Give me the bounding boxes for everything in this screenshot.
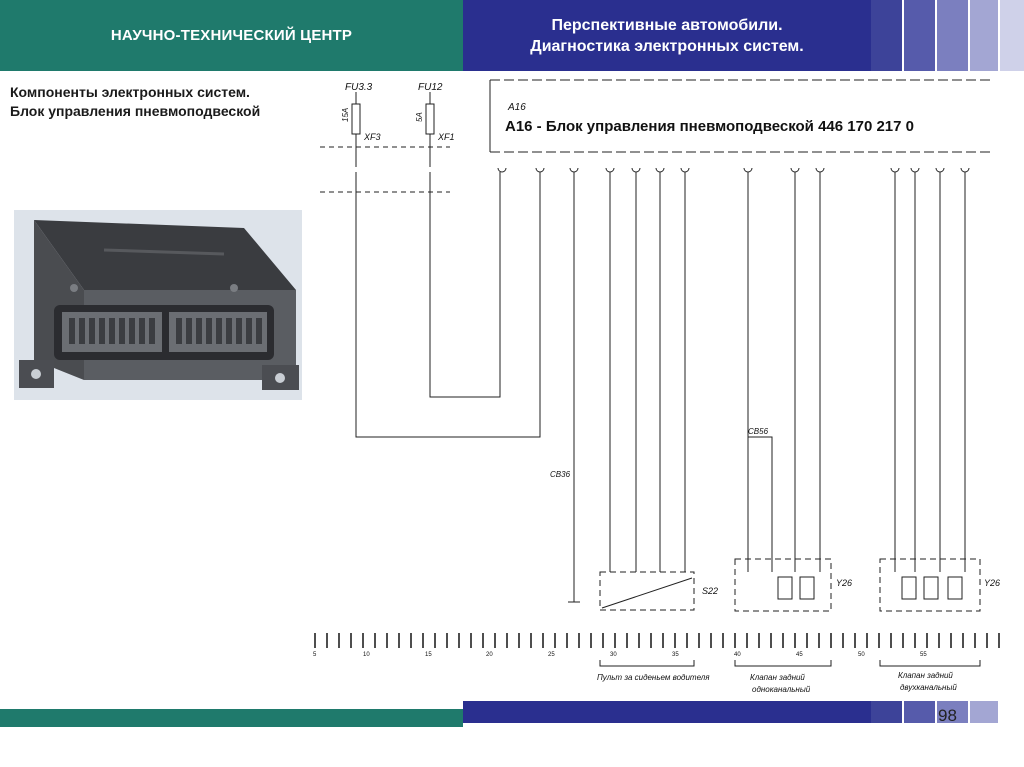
footer-square-1 [871, 701, 902, 723]
subtitle-line2: Блок управления пневмоподвеской [10, 103, 261, 119]
header-course-line1: Перспективные автомобили. [551, 16, 783, 34]
caption-rear-valve-single-line2: одноканальный [752, 685, 811, 694]
ruler-tick-label: 55 [920, 652, 927, 658]
page-number: 98 [938, 706, 957, 725]
fuse1-ref-label: FU3.3 [345, 82, 373, 93]
caption-rear-valve-dual-line1: Клапан задний [898, 671, 953, 680]
header-course-title: Перспективные автомобили. Диагностика эл… [463, 0, 871, 71]
fuse2-connector-label: XF1 [437, 132, 455, 142]
footer-square-2 [904, 701, 935, 723]
footer-square-3 [937, 701, 968, 723]
ruler-tick-label: 40 [734, 652, 741, 658]
ruler-tick-label: 45 [796, 652, 803, 658]
header-course-line2: Диагностика электронных систем. [530, 37, 804, 55]
wiring-schematic: A16 FU3.3 15A XF3 FU12 5A XF1 СВ36 СВ56 … [313, 79, 1000, 694]
block-ref-label: A16 [507, 102, 526, 113]
footer-square-4 [970, 701, 998, 723]
valve2-y26-label: Y26 [984, 578, 1000, 588]
footer-right-band [463, 701, 871, 723]
block-title: A16 - Блок управления пневмоподвеской 44… [505, 118, 914, 135]
header-square-5 [1000, 0, 1024, 71]
ruler-tick-label: 15 [425, 652, 432, 658]
header-organization-title: НАУЧНО-ТЕХНИЧЕСКИЙ ЦЕНТР [110, 27, 353, 44]
fuse2-rating-label: 5A [415, 112, 424, 122]
caption-rear-valve-dual-line2: двухканальный [900, 683, 957, 692]
header-left-band [0, 0, 463, 71]
header-square-2 [904, 0, 935, 71]
fuse1-connector-label: XF3 [363, 132, 381, 142]
header-square-3 [937, 0, 968, 71]
ruler-tick-label: 30 [610, 652, 617, 658]
switch-s22-label: S22 [702, 586, 718, 596]
ruler-tick-label: 20 [486, 652, 493, 658]
header-square-4 [970, 0, 998, 71]
ecu-photo [14, 210, 302, 400]
ruler-tick-label: 10 [363, 652, 370, 658]
ruler-tick-label: 35 [672, 652, 679, 658]
fuse2-ref-label: FU12 [418, 82, 443, 93]
caption-rear-valve-single-line1: Клапан задний [750, 673, 805, 682]
caption-driver-panel: Пульт за сиденьем водителя [597, 673, 710, 682]
splice-cb56-label: СВ56 [748, 427, 769, 436]
valve1-y26-label: Y26 [836, 578, 852, 588]
header-square-1 [871, 0, 902, 71]
splice-cb36-label: СВ36 [550, 470, 571, 479]
ruler-tick-label: 25 [548, 652, 555, 658]
footer-left-band [0, 709, 463, 727]
ruler-tick-label: 5 [313, 652, 317, 658]
slide-subtitle: Компоненты электронных систем. Блок упра… [10, 83, 260, 121]
header-right-band [463, 0, 871, 71]
subtitle-line1: Компоненты электронных систем. [10, 84, 250, 100]
fuse1-rating-label: 15A [341, 108, 350, 122]
ruler-tick-label: 50 [858, 652, 865, 658]
